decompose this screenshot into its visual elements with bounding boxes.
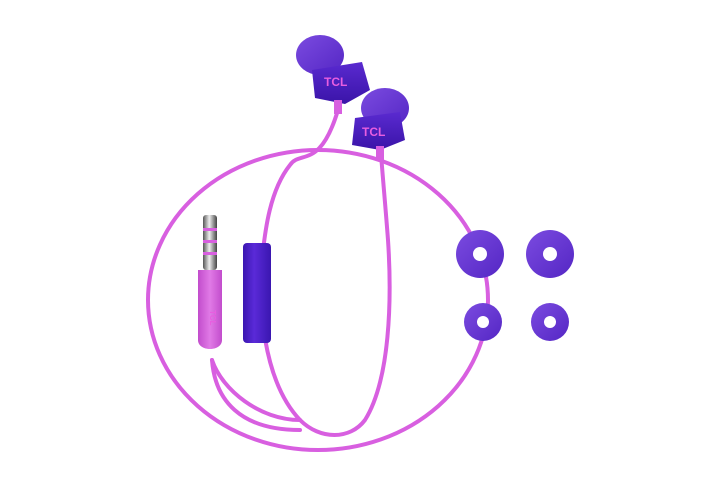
spare-eartips [456, 230, 574, 341]
right-earbud: TCL [352, 88, 409, 160]
eartip-small-2 [531, 303, 569, 341]
inline-remote [243, 243, 271, 343]
eartip-large-2 [526, 230, 574, 278]
plug-logo: TCL [208, 310, 217, 326]
cable [146, 108, 490, 452]
eartip-small-1 [464, 303, 502, 341]
left-earbud-logo: TCL [324, 75, 347, 89]
eartip-large-1 [456, 230, 504, 278]
left-eartip [296, 35, 344, 75]
left-earbud: TCL [296, 35, 370, 114]
audio-jack: TCL [198, 215, 222, 349]
right-earbud-logo: TCL [362, 125, 385, 139]
